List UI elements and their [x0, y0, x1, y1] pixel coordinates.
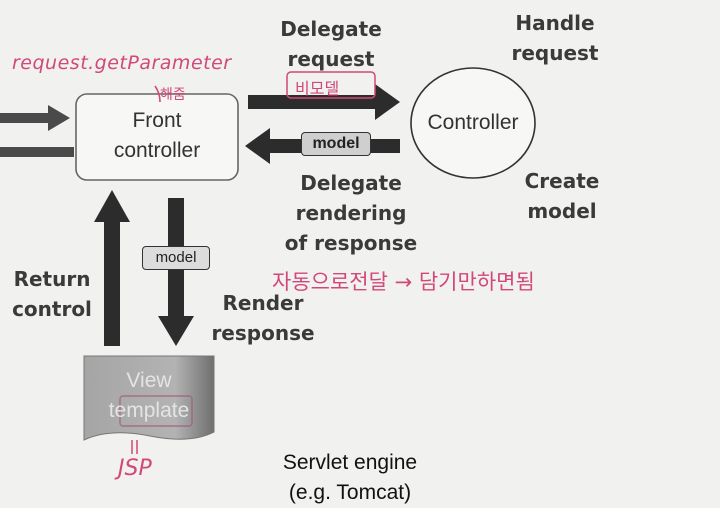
front-controller-label: Front controller — [113, 109, 201, 162]
handwritten-note-1: 해줌 — [160, 87, 186, 103]
handwritten-request-getparameter: request.getParameter — [12, 52, 232, 74]
handwritten-note-2: 비모델 — [295, 79, 340, 98]
handwritten-equals — [131, 440, 138, 454]
delegate-request-arrow — [248, 84, 400, 120]
view-template-label: View template — [108, 369, 190, 422]
model-badge-side: model — [142, 246, 210, 270]
controller-circle — [410, 67, 536, 179]
return-control-arrow — [94, 190, 130, 346]
front-controller-box — [75, 93, 239, 181]
view-template-shape — [83, 355, 215, 441]
handwritten-note-3: 자동으로전달 → 담기만하면됨 — [272, 270, 535, 294]
handwritten-box-model — [286, 71, 376, 99]
servlet-engine-label: Servlet engine (e.g. Tomcat) — [282, 451, 418, 504]
handwritten-underline — [154, 85, 161, 103]
render-response-label: Render response — [211, 291, 315, 345]
controller-label: Controller — [427, 111, 519, 134]
incoming-request-arrow — [0, 105, 70, 131]
handwritten-box-template — [119, 395, 193, 427]
return-control-label: Return control — [12, 267, 92, 321]
handwritten-jsp: JSP — [118, 456, 152, 481]
delegate-rendering-label: Delegate rendering of response — [284, 171, 418, 255]
render-response-arrow — [158, 198, 194, 346]
handle-request-label: Handle request — [511, 11, 599, 65]
outgoing-response-bar — [0, 147, 74, 157]
create-model-label: Create model — [524, 169, 600, 223]
model-badge-top: model — [301, 132, 371, 156]
delegate-request-label: Delegate request — [280, 17, 382, 71]
